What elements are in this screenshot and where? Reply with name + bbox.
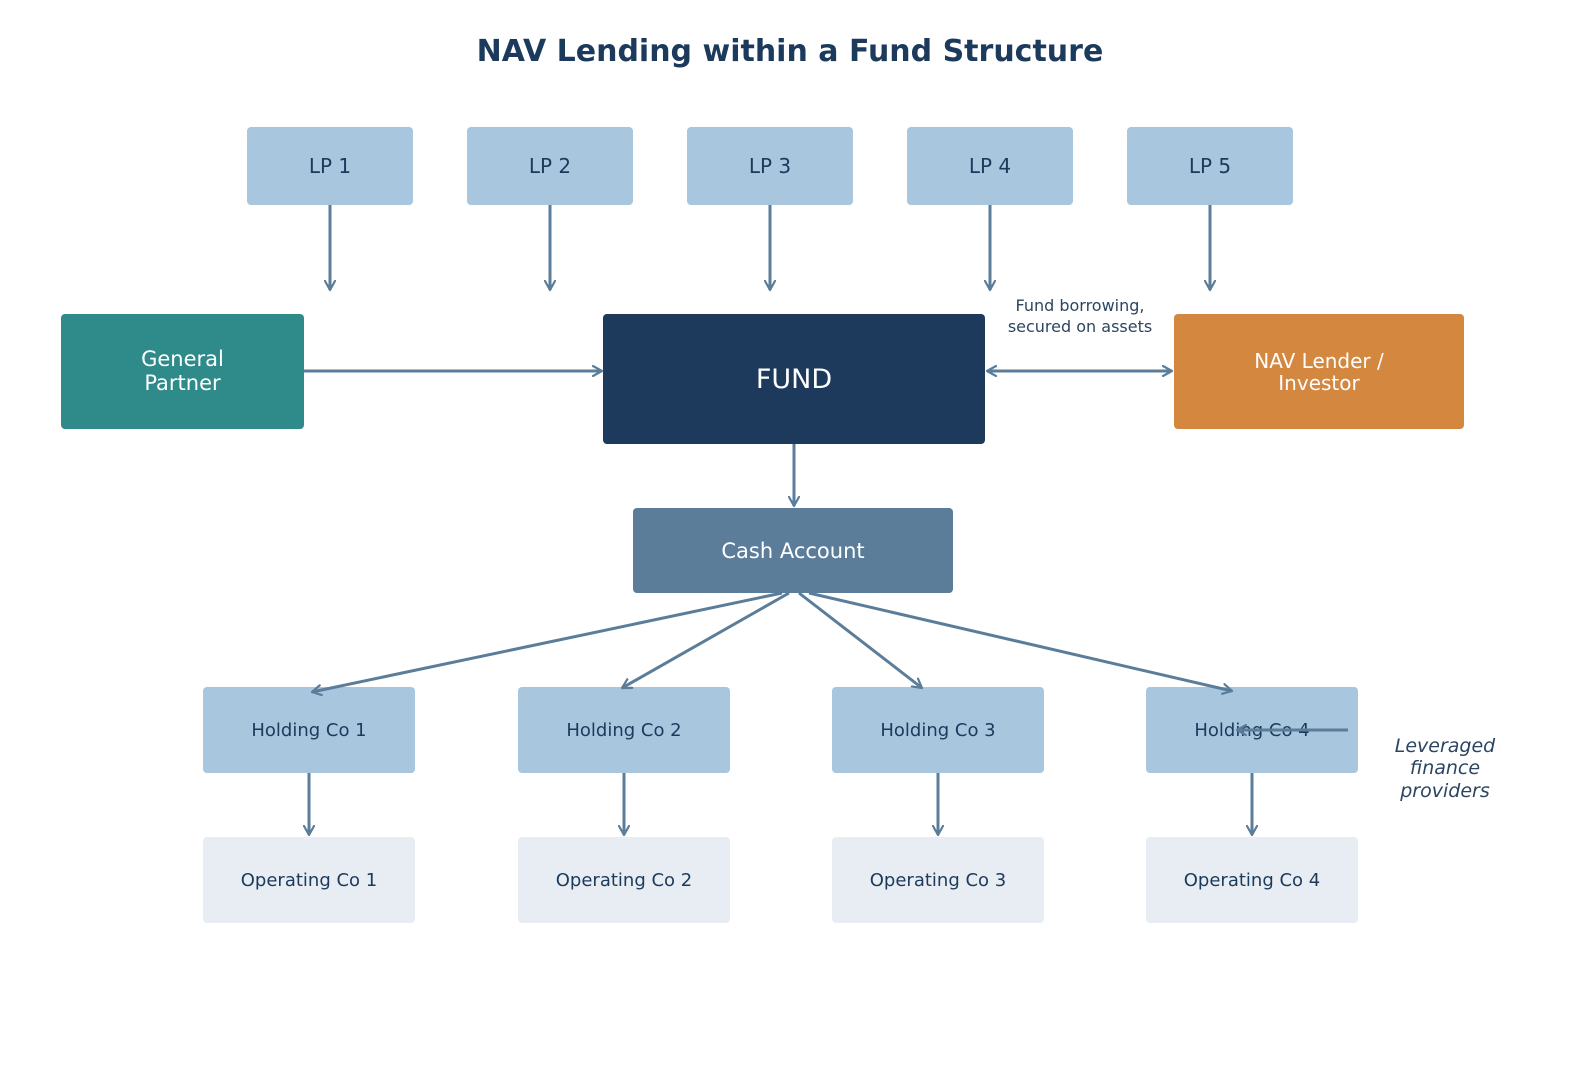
leveraged-finance-label: Leveraged finance providers — [1394, 735, 1496, 802]
arrow-cash-holding1 — [312, 591, 783, 692]
lp-3-box: LP 3 — [687, 127, 853, 205]
holding-co-4-box: Holding Co 4 — [1146, 687, 1358, 773]
fund-box: FUND — [603, 314, 985, 444]
holding-co-2-box: Holding Co 2 — [518, 687, 730, 773]
general-partner-box: General Partner — [61, 314, 304, 429]
arrow-cash-holding4 — [808, 591, 1232, 691]
arrow-cash-holding3 — [798, 591, 922, 690]
lp-1-box: LP 1 — [247, 127, 413, 205]
lp-5-box: LP 5 — [1127, 127, 1293, 205]
cash-account-box: Cash Account — [633, 508, 953, 593]
lp-4-box: LP 4 — [907, 127, 1073, 205]
holding-co-1-box: Holding Co 1 — [203, 687, 415, 773]
holding-co-3-box: Holding Co 3 — [832, 687, 1044, 773]
nav-lender-box: NAV Lender / Investor — [1174, 314, 1464, 429]
fund-borrowing-label: Fund borrowing, secured on assets — [1007, 296, 1153, 336]
operating-co-4-box: Operating Co 4 — [1146, 837, 1358, 923]
lp-2-box: LP 2 — [467, 127, 633, 205]
operating-co-3-box: Operating Co 3 — [832, 837, 1044, 923]
arrow-cash-holding2 — [622, 591, 790, 690]
operating-co-2-box: Operating Co 2 — [518, 837, 730, 923]
diagram-title: NAV Lending within a Fund Structure — [476, 34, 1104, 69]
operating-co-1-box: Operating Co 1 — [203, 837, 415, 923]
